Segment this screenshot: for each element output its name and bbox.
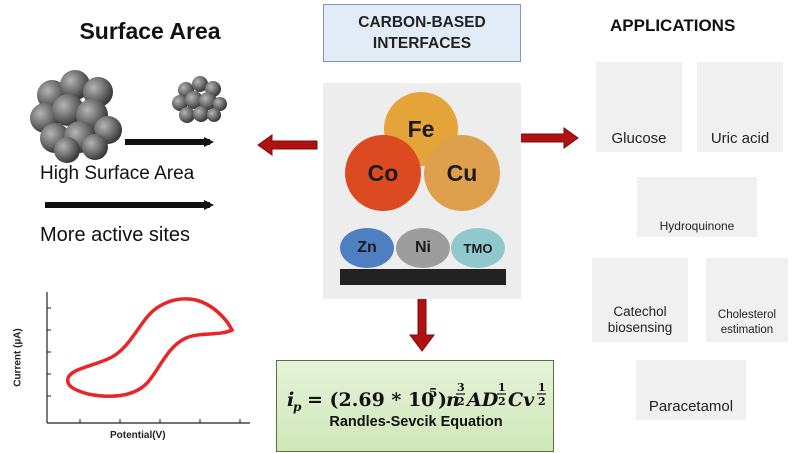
surface-area-title: Surface Area: [79, 18, 221, 44]
svg-text:Cv: Cv: [508, 389, 535, 411]
randles-sevcik-equation: i p = (2.69 * 10 5 ) n 3 2 AD 1 2 Cv 1 2: [287, 381, 546, 414]
red-arrow-right-icon: [519, 127, 579, 149]
application-label: Hydroquinone: [659, 219, 735, 233]
svg-text:2: 2: [538, 395, 546, 408]
metal-ni: Ni: [396, 228, 450, 268]
application-label: Paracetamol: [648, 398, 734, 415]
svg-text:1: 1: [498, 381, 506, 394]
cv-curve: [65, 297, 235, 398]
application-label: Cholesterol estimation: [717, 309, 777, 336]
cv-ylabel: Current (µA): [12, 328, 24, 387]
svg-text:1: 1: [538, 381, 546, 394]
application-label: Uric acid: [710, 130, 770, 147]
application-card-uric-acid: Uric acid: [697, 62, 783, 152]
center-title-text: CARBON-BASED INTERFACES: [358, 14, 486, 52]
applications-title: APPLICATIONS: [610, 16, 736, 35]
randles-sevcik-equation-box: i p = (2.69 * 10 5 ) n 3 2 AD 1 2 Cv 1 2…: [276, 360, 554, 452]
svg-text:= (2.69 * 10: = (2.69 * 10: [307, 389, 434, 411]
svg-text:3: 3: [457, 381, 465, 394]
svg-text:p: p: [293, 400, 302, 414]
red-arrow-left-icon: [257, 134, 318, 156]
application-card-glucose: Glucose: [596, 62, 682, 152]
svg-text:i: i: [287, 389, 294, 411]
application-label: Catechol biosensing: [607, 304, 673, 335]
svg-text:AD: AD: [465, 389, 499, 411]
application-card-catechol: Catechol biosensing: [592, 258, 688, 342]
application-label: Glucose: [611, 130, 667, 147]
more-active-sites-label: More active sites: [40, 224, 191, 246]
svg-text:): ): [438, 389, 447, 411]
svg-text:5: 5: [429, 386, 437, 400]
metal-co: Co: [345, 135, 421, 211]
cv-plot: [46, 292, 250, 424]
equation-caption: Randles-Sevcik Equation: [329, 414, 503, 430]
metal-tmo: TMO: [451, 228, 505, 268]
carbon-based-interfaces-title: CARBON-BASED INTERFACES: [323, 4, 521, 62]
svg-text:2: 2: [498, 395, 506, 408]
metal-catalyst-panel: Fe Co Cu Zn Ni TMO: [323, 83, 521, 299]
cv-xlabel: Potential(V): [110, 430, 166, 441]
metal-zn: Zn: [340, 228, 394, 268]
application-card-cholesterol: Cholesterol estimation: [706, 258, 788, 342]
application-card-paracetamol: Paracetamol: [636, 360, 746, 420]
large-particle-cluster-icon: [30, 70, 122, 163]
high-surface-area-label: High Surface Area: [40, 163, 195, 184]
electrode-base: [340, 269, 506, 285]
red-arrow-down-icon: [409, 292, 435, 352]
small-particle-cluster-icon: [172, 76, 227, 123]
metal-cu: Cu: [424, 135, 500, 211]
application-card-hydroquinone: Hydroquinone: [637, 177, 757, 237]
svg-text:2: 2: [457, 395, 465, 408]
